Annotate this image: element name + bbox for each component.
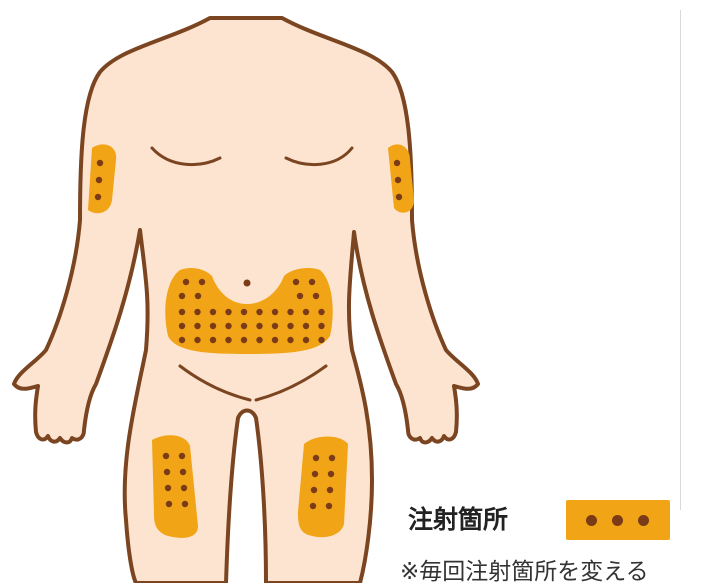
site-dot: [194, 309, 200, 315]
site-dot: [326, 503, 332, 509]
site-dot: [182, 501, 188, 507]
site-dot: [287, 323, 293, 329]
site-dot: [166, 501, 172, 507]
site-dot: [311, 487, 317, 493]
site-dot: [272, 323, 278, 329]
site-dot: [199, 279, 205, 285]
site-dot: [180, 469, 186, 475]
site-dot: [293, 279, 299, 285]
site-dot: [394, 160, 400, 166]
site-dot: [272, 337, 278, 343]
site-dot: [327, 487, 333, 493]
site-dot: [297, 293, 303, 299]
site-dot: [210, 323, 216, 329]
site-dot: [165, 485, 171, 491]
site-dot: [329, 455, 335, 461]
site-dot: [318, 309, 324, 315]
site-dot: [179, 293, 185, 299]
site-dot: [318, 323, 324, 329]
legend-dot: [586, 515, 597, 526]
site-dot: [241, 337, 247, 343]
site-dot: [95, 194, 101, 200]
site-dot: [194, 337, 200, 343]
site-dot: [395, 177, 401, 183]
site-dot: [195, 293, 201, 299]
site-dot: [241, 309, 247, 315]
site-dot: [287, 309, 293, 315]
site-dot: [272, 309, 278, 315]
site-dot: [179, 309, 185, 315]
injection-site-thigh-left: [298, 437, 348, 538]
site-dot: [303, 309, 309, 315]
site-dot: [179, 453, 185, 459]
site-dot: [181, 485, 187, 491]
site-dot: [287, 337, 293, 343]
site-dot: [179, 337, 185, 343]
legend-swatch: [566, 500, 670, 540]
navel: [244, 280, 251, 287]
site-dot: [303, 337, 309, 343]
site-dot: [396, 194, 402, 200]
site-dot: [225, 337, 231, 343]
site-dot: [163, 453, 169, 459]
site-dot: [303, 323, 309, 329]
site-dot: [194, 323, 200, 329]
legend-dot: [612, 515, 623, 526]
legend-label: 注射箇所: [408, 500, 508, 536]
site-dot: [256, 337, 262, 343]
body-outline: [14, 18, 478, 583]
site-dot: [313, 455, 319, 461]
site-dot: [225, 309, 231, 315]
site-dot: [310, 503, 316, 509]
site-dot: [313, 293, 319, 299]
legend-dot: [638, 515, 649, 526]
site-dot: [256, 323, 262, 329]
site-dot: [210, 309, 216, 315]
site-dot: [225, 323, 231, 329]
site-dot: [328, 471, 334, 477]
site-dot: [256, 309, 262, 315]
site-dot: [318, 337, 324, 343]
site-dot: [312, 471, 318, 477]
site-dot: [309, 279, 315, 285]
site-dot: [183, 279, 189, 285]
site-dot: [179, 323, 185, 329]
site-dot: [210, 337, 216, 343]
site-dot: [96, 177, 102, 183]
site-dot: [241, 323, 247, 329]
site-dot: [97, 160, 103, 166]
site-dot: [164, 469, 170, 475]
legend-note: ※毎回注射箇所を変える: [400, 552, 649, 586]
